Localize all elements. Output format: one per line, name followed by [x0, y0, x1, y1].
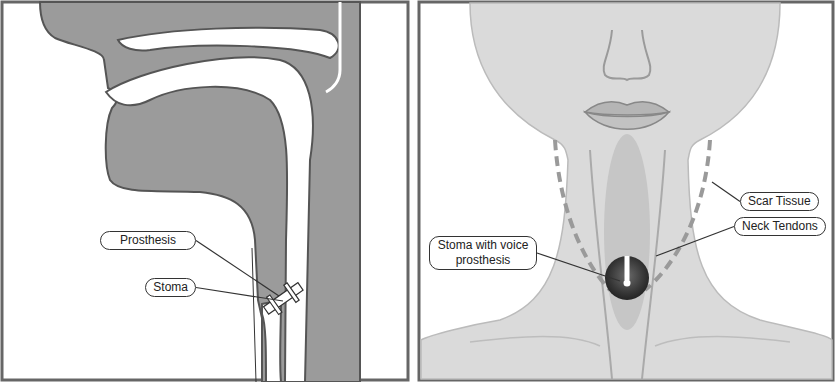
leader-lines: [196, 182, 740, 301]
callout-label: Prosthesis: [100, 231, 196, 250]
leader-line: [656, 227, 734, 257]
leader-line: [712, 182, 740, 202]
head-section: [40, 2, 360, 382]
leader-line: [537, 253, 620, 281]
leader-line: [196, 288, 283, 302]
face-and-neck: [421, 3, 832, 379]
prosthesis-flange: [284, 283, 299, 302]
lower-lip: [585, 112, 669, 129]
callout-label: Scar Tissue: [740, 192, 819, 211]
label-text: Stoma with voice prosthesis: [437, 238, 529, 268]
stoma-region: [604, 134, 650, 330]
nasal-cavity: [118, 28, 339, 58]
label-text: Neck Tendons: [742, 219, 818, 234]
nose: [604, 30, 651, 80]
oral-pharynx-channel: [106, 57, 313, 382]
prosthesis-flange: [267, 295, 282, 314]
neck-tendon: [642, 150, 665, 379]
uvula-line: [326, 2, 340, 92]
callout-label: Stoma: [145, 278, 196, 297]
panel-frame: [419, 2, 833, 380]
callout-label: Neck Tendons: [734, 217, 826, 236]
skin-line: [252, 248, 256, 382]
neck-tendon: [590, 150, 612, 379]
collar-line: [470, 337, 600, 347]
label-text: Stoma: [153, 280, 188, 295]
upper-lip: [585, 102, 669, 115]
voice-prosthesis-valve: [624, 280, 631, 287]
callout-label: Stoma with voice prosthesis: [429, 236, 537, 270]
label-text: Prosthesis: [108, 233, 188, 248]
scar-line: [645, 140, 710, 290]
collar-line: [655, 337, 790, 347]
voice-prosthesis: [625, 256, 630, 280]
label-text: Scar Tissue: [748, 194, 811, 209]
scar-line: [555, 140, 610, 290]
leader-line: [196, 241, 279, 297]
